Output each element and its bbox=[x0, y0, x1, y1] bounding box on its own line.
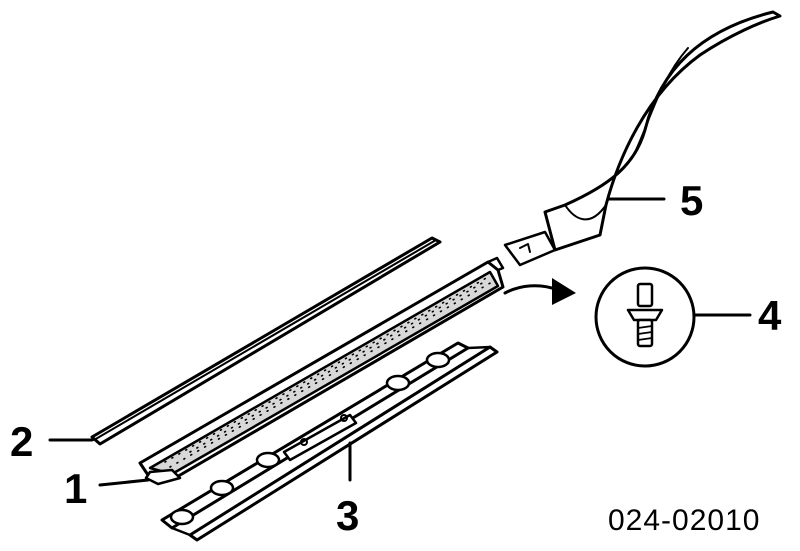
callout-1: 1 bbox=[64, 465, 87, 512]
rail-clip-group bbox=[169, 351, 451, 526]
callout-4: 4 bbox=[758, 292, 782, 339]
perforation-pattern bbox=[164, 276, 493, 468]
callout-5: 5 bbox=[680, 177, 703, 224]
rivet-fastener-icon bbox=[626, 282, 664, 348]
callout-2: 2 bbox=[10, 418, 33, 465]
leader-lines bbox=[48, 197, 752, 487]
reference-code: 024-02010 bbox=[608, 504, 760, 537]
seal-strip-part-2 bbox=[90, 236, 442, 446]
pillar-trim-panel-part-5 bbox=[503, 10, 782, 267]
detail-arrow bbox=[503, 278, 576, 305]
mounting-rail-part-3 bbox=[160, 341, 499, 542]
rivet-detail-part-4 bbox=[594, 266, 696, 368]
callout-3: 3 bbox=[336, 492, 359, 539]
sill-trim-strip-part-1 bbox=[138, 256, 505, 486]
